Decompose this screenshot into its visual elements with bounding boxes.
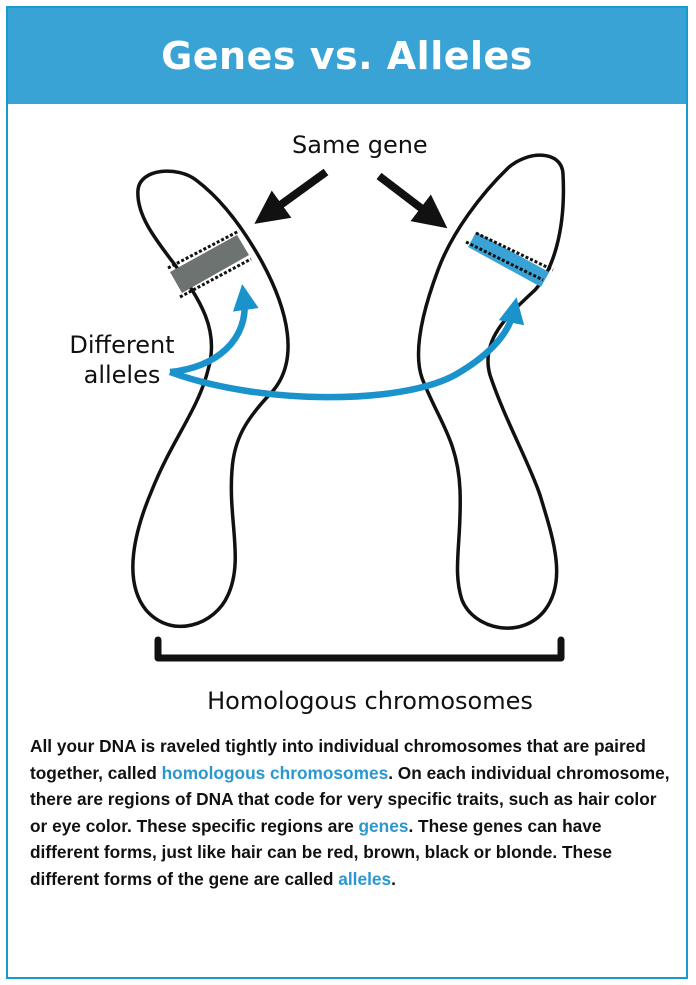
gene-band-right bbox=[466, 232, 553, 287]
homologous-chromosomes-label: Homologous chromosomes bbox=[150, 686, 590, 716]
different-alleles-label: Different alleles bbox=[62, 330, 182, 390]
alleles-label-line: alleles bbox=[62, 360, 182, 390]
left-chromosome bbox=[133, 171, 288, 626]
different-label-line: Different bbox=[62, 330, 182, 360]
description-text: . bbox=[391, 869, 396, 889]
term-genes: genes bbox=[359, 816, 409, 836]
term-alleles: alleles bbox=[338, 869, 391, 889]
gene-band-left bbox=[168, 231, 251, 297]
same-gene-label: Same gene bbox=[292, 130, 452, 160]
description-paragraph: All your DNA is raveled tightly into ind… bbox=[30, 733, 670, 893]
homologous-bracket bbox=[158, 640, 561, 658]
arrow-to-left-gene bbox=[268, 172, 326, 214]
term-homologous-chromosomes: homologous chromosomes bbox=[162, 763, 389, 783]
arrow-to-right-gene bbox=[379, 176, 434, 218]
right-chromosome bbox=[419, 155, 564, 628]
